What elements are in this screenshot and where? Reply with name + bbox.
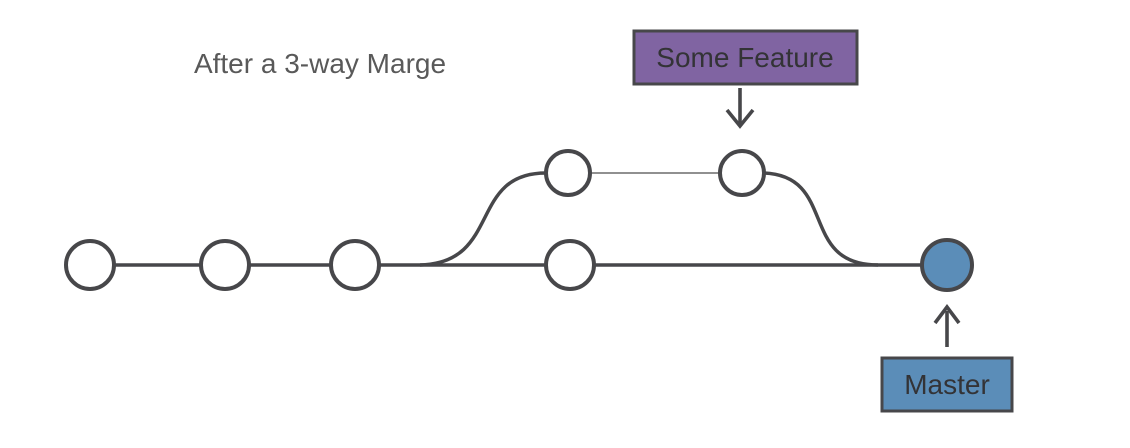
master-label: Master [904, 369, 990, 400]
commit-node-master-4 [544, 239, 596, 291]
commit-node-feature-2 [718, 149, 766, 197]
commit-node-master-3 [329, 239, 381, 291]
merge-in-curve [763, 171, 879, 267]
master-label-box [880, 356, 1014, 413]
diagram-title: After a 3-way Marge [194, 48, 446, 79]
down-arrow-icon [725, 88, 755, 129]
feature-label: Some Feature [656, 42, 833, 73]
branch-out-curve [419, 171, 547, 267]
commit-node-feature-1 [544, 149, 592, 197]
up-arrow-icon [933, 304, 961, 347]
master-head-node [920, 238, 974, 292]
feature-label-box [632, 29, 859, 86]
commit-node-master-2 [199, 239, 251, 291]
commit-node-master-1 [64, 239, 116, 291]
